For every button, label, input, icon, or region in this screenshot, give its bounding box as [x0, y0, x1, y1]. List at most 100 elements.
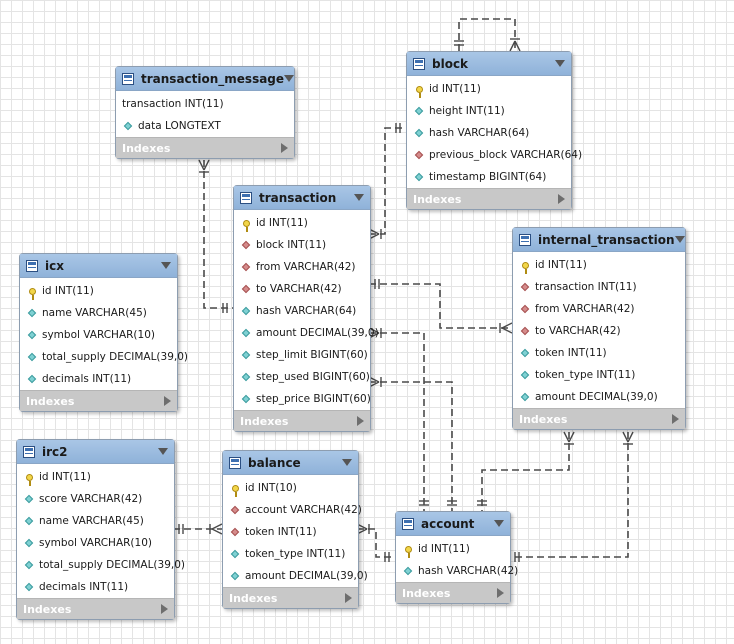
table-transaction[interactable]: transaction id INT(11) block INT(11) fro… — [233, 185, 379, 432]
table-header[interactable]: transaction — [234, 186, 370, 210]
column-row[interactable]: id INT(11) — [20, 280, 177, 302]
column-row[interactable]: id INT(11) — [234, 212, 370, 234]
column-row[interactable]: token_type INT(11) — [513, 364, 685, 386]
table-header[interactable]: internal_transaction — [513, 228, 685, 252]
column-row[interactable]: amount DECIMAL(39,0) — [223, 565, 368, 587]
column-row[interactable]: previous_block VARCHAR(64) — [407, 144, 582, 166]
collapse-arrow-icon[interactable] — [555, 60, 565, 67]
indexes-section[interactable]: Indexes — [116, 137, 294, 158]
table-block[interactable]: block id INT(11) height INT(11) hash VAR… — [406, 51, 582, 210]
expand-arrow-icon[interactable] — [357, 416, 364, 426]
column-row[interactable]: account VARCHAR(42) — [223, 499, 362, 521]
indexes-section[interactable]: Indexes — [407, 188, 571, 209]
expand-arrow-icon[interactable] — [164, 396, 171, 406]
column-row[interactable]: amount DECIMAL(39,0) — [513, 386, 685, 408]
table-account[interactable]: account id INT(11) hash VARCHAR(42) Inde… — [395, 511, 518, 604]
column-row[interactable]: score VARCHAR(42) — [17, 488, 174, 510]
column-row[interactable]: transaction INT(11) — [513, 276, 685, 298]
column-row[interactable]: hash VARCHAR(64) — [407, 122, 571, 144]
column-row[interactable]: total_supply DECIMAL(39,0) — [20, 346, 188, 368]
rel-internal-transaction-account-to[interactable] — [509, 431, 634, 562]
expand-arrow-icon[interactable] — [281, 143, 288, 153]
column-row[interactable]: hash VARCHAR(64) — [234, 300, 370, 322]
column-row[interactable]: token INT(11) — [513, 342, 685, 364]
collapse-arrow-icon[interactable] — [354, 194, 364, 201]
table-transaction-message[interactable]: transaction_message transaction INT(11) … — [115, 66, 295, 159]
collapse-arrow-icon[interactable] — [494, 520, 504, 527]
table-balance[interactable]: balance id INT(10) account VARCHAR(42) t… — [222, 450, 368, 609]
column-row[interactable]: id INT(11) — [396, 538, 510, 560]
column-row[interactable]: name VARCHAR(45) — [17, 510, 174, 532]
column-icon — [229, 570, 241, 582]
indexes-section[interactable]: Indexes — [17, 598, 174, 619]
table-header[interactable]: irc2 — [17, 440, 174, 464]
column-label: total_supply DECIMAL(39,0) — [42, 351, 188, 363]
column-icon — [23, 581, 35, 593]
rel-transaction-account-from[interactable] — [368, 327, 429, 511]
collapse-arrow-icon[interactable] — [674, 236, 685, 243]
rel-transaction-account-to[interactable] — [368, 376, 457, 511]
column-row[interactable]: height INT(11) — [407, 100, 571, 122]
collapse-arrow-icon[interactable] — [158, 448, 168, 455]
table-icx[interactable]: icx id INT(11) name VARCHAR(45) symbol V… — [19, 253, 188, 412]
collapse-arrow-icon[interactable] — [284, 75, 295, 82]
column-row[interactable]: data LONGTEXT — [116, 115, 294, 137]
expand-arrow-icon[interactable] — [558, 194, 565, 204]
rel-internal-transaction-transaction[interactable] — [369, 279, 513, 334]
indexes-section[interactable]: Indexes — [513, 408, 685, 429]
column-row[interactable]: symbol VARCHAR(10) — [20, 324, 177, 346]
column-label: total_supply DECIMAL(39,0) — [39, 559, 185, 571]
table-irc2[interactable]: irc2 id INT(11) score VARCHAR(42) name V… — [16, 439, 185, 620]
column-row[interactable]: from VARCHAR(42) — [234, 256, 370, 278]
rel-balance-irc2[interactable] — [173, 523, 223, 535]
table-header[interactable]: icx — [20, 254, 177, 278]
column-row[interactable]: from VARCHAR(42) — [513, 298, 685, 320]
column-row[interactable]: id INT(11) — [513, 254, 685, 276]
expand-arrow-icon[interactable] — [345, 593, 352, 603]
collapse-arrow-icon[interactable] — [342, 459, 352, 466]
table-internal-transaction[interactable]: internal_transaction id INT(11) transact… — [512, 227, 686, 430]
column-row[interactable]: hash VARCHAR(42) — [396, 560, 518, 582]
column-row[interactable]: step_limit BIGINT(60) — [234, 344, 370, 366]
column-row[interactable]: decimals INT(11) — [20, 368, 177, 390]
expand-arrow-icon[interactable] — [161, 604, 168, 614]
column-row[interactable]: step_used BIGINT(60) — [234, 366, 370, 388]
table-header[interactable]: account — [396, 512, 510, 536]
column-row[interactable]: name VARCHAR(45) — [20, 302, 177, 324]
column-row[interactable]: id INT(11) — [17, 466, 174, 488]
column-row[interactable]: decimals INT(11) — [17, 576, 174, 598]
column-row[interactable]: token INT(11) — [223, 521, 358, 543]
column-row[interactable]: block INT(11) — [234, 234, 370, 256]
column-row[interactable]: to VARCHAR(42) — [513, 320, 685, 342]
column-row[interactable]: total_supply DECIMAL(39,0) — [17, 554, 185, 576]
rel-balance-account[interactable] — [356, 523, 395, 562]
expand-arrow-icon[interactable] — [497, 588, 504, 598]
column-row[interactable]: id INT(11) — [407, 78, 571, 100]
indexes-section[interactable]: Indexes — [234, 410, 370, 431]
table-header[interactable]: block — [407, 52, 571, 76]
indexes-section[interactable]: Indexes — [20, 390, 177, 411]
column-label: id INT(11) — [39, 471, 91, 483]
column-icon — [23, 559, 35, 571]
indexes-section[interactable]: Indexes — [223, 587, 358, 608]
expand-arrow-icon[interactable] — [672, 414, 679, 424]
table-header[interactable]: balance — [223, 451, 358, 475]
rel-block-self[interactable] — [454, 18, 521, 52]
rel-transaction-message-transaction[interactable] — [198, 159, 233, 313]
collapse-arrow-icon[interactable] — [161, 262, 171, 269]
rel-transaction-block[interactable] — [368, 123, 406, 240]
column-row[interactable]: to VARCHAR(42) — [234, 278, 370, 300]
column-row[interactable]: transaction INT(11) — [116, 93, 294, 115]
indexes-label: Indexes — [402, 586, 451, 600]
table-header[interactable]: transaction_message — [116, 67, 295, 91]
column-row[interactable]: step_price BIGINT(60) — [234, 388, 371, 410]
column-row[interactable]: timestamp BIGINT(64) — [407, 166, 571, 188]
indexes-section[interactable]: Indexes — [396, 582, 510, 603]
column-row[interactable]: amount DECIMAL(39,0) — [234, 322, 379, 344]
column-icon — [229, 548, 241, 560]
column-row[interactable]: token_type INT(11) — [223, 543, 358, 565]
column-row[interactable]: symbol VARCHAR(10) — [17, 532, 174, 554]
column-row[interactable]: id INT(10) — [223, 477, 358, 499]
rel-internal-transaction-account-from[interactable] — [477, 431, 575, 511]
